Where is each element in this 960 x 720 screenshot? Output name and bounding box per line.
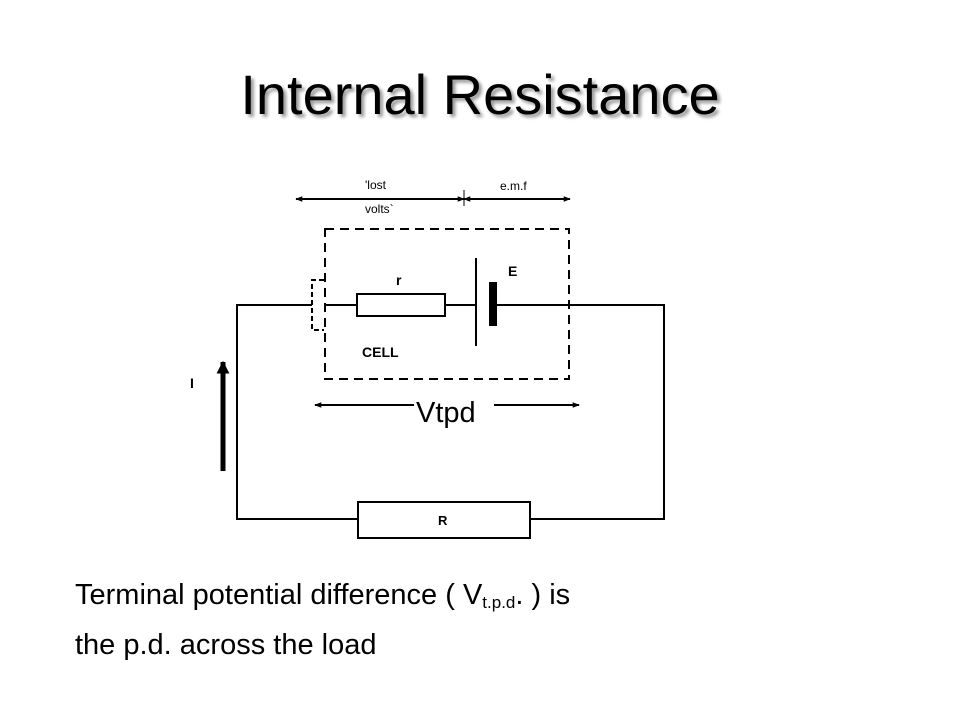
lost-volts-label-line2: volts` [365, 202, 394, 216]
internal-resistor [356, 293, 446, 317]
caption: Terminal potential difference ( Vt.p.d. … [75, 574, 775, 666]
cell-terminal [310, 279, 324, 331]
caption-line-2: the p.d. across the load [75, 629, 377, 661]
cell-short-plate [489, 282, 497, 326]
lost-volts-label-line1: 'lost [365, 178, 387, 192]
vtpd-label-bg [414, 393, 494, 423]
internal-resistor-label: r [396, 272, 402, 288]
slide-title: Internal Resistance [240, 63, 720, 126]
current-label: I [190, 375, 194, 391]
caption-part2: . ) is [515, 579, 571, 611]
load-resistor-label: R [438, 513, 448, 528]
emf-label: e.m.f [500, 179, 527, 193]
caption-line-1: Terminal potential difference ( Vt.p.d. … [75, 574, 775, 624]
load-resistor [357, 501, 531, 539]
caption-subscript: t.p.d [482, 593, 516, 612]
emf-symbol-label: E [508, 263, 517, 279]
vtpd-label: Vtpd [416, 397, 476, 429]
circuit-wire [236, 304, 665, 520]
cell-label: CELL [362, 344, 399, 360]
caption-part1: Terminal potential difference ( V [75, 579, 483, 611]
